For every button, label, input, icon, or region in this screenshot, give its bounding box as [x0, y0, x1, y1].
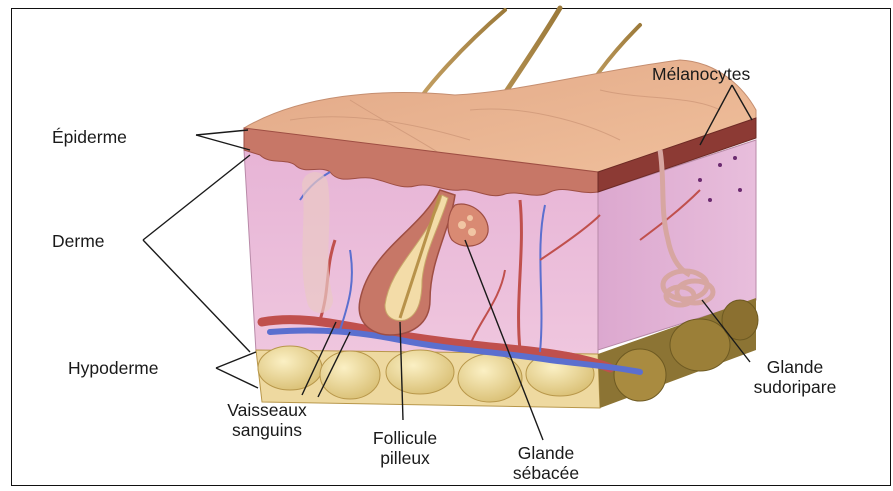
label-melanocytes: Mélanocytes	[652, 64, 750, 84]
label-epiderme: Épiderme	[52, 127, 127, 147]
label-derme: Derme	[52, 231, 105, 251]
label-glande-sebacee-line2: sébacée	[496, 463, 596, 483]
label-glande-sebacee: Glande sébacée	[496, 443, 596, 483]
label-glande-sudoripare: Glande sudoripare	[735, 357, 855, 397]
label-glande-sudoripare-line2: sudoripare	[735, 377, 855, 397]
label-follicule-pilleux: Follicule pilleux	[350, 428, 460, 468]
label-glande-sudoripare-line1: Glande	[735, 357, 855, 377]
label-follicule-line1: Follicule	[350, 428, 460, 448]
label-follicule-line2: pilleux	[350, 448, 460, 468]
label-hypoderme: Hypoderme	[68, 358, 158, 378]
label-vaisseaux-line1: Vaisseaux	[207, 400, 327, 420]
label-vaisseaux-sanguins: Vaisseaux sanguins	[207, 400, 327, 440]
label-vaisseaux-line2: sanguins	[207, 420, 327, 440]
label-glande-sebacee-line1: Glande	[496, 443, 596, 463]
